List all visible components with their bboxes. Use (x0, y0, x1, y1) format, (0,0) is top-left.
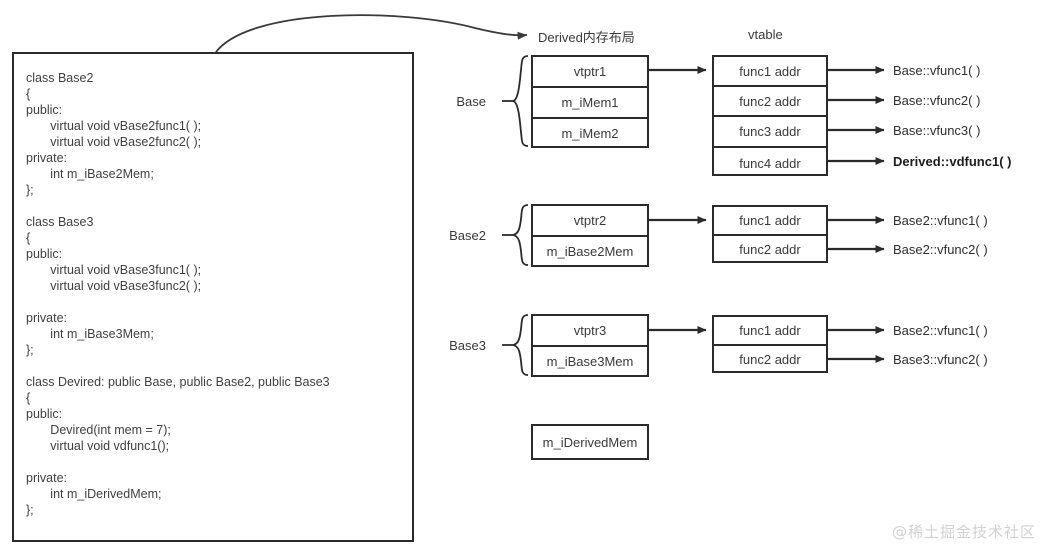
function-target-base3-row1: Base2::vfunc1( ) (893, 323, 988, 338)
code-line: class Devired: public Base, public Base2… (26, 375, 330, 389)
vtable-cell-func4: func4 addr (739, 155, 801, 171)
code-line: private: (26, 311, 67, 325)
layout-cell-vtptr3: vtptr3 (533, 316, 647, 347)
vtable-box-base: func1 addr func2 addr func3 addr func4 a… (712, 55, 828, 176)
code-line: public: (26, 103, 63, 117)
code-line: { (26, 391, 31, 405)
group-label-base: Base (456, 94, 486, 109)
layout-cell-miderivedmem: m_iDerivedMem (542, 434, 638, 450)
code-lines: class Base2 { public: virtual void vBase… (26, 70, 406, 518)
code-line: private: (26, 151, 67, 165)
function-target-base2-vfunc1: Base2::vfunc1( ) (893, 213, 988, 228)
function-target-base-vfunc1: Base::vfunc1( ) (893, 63, 981, 78)
code-line: }; (26, 503, 34, 517)
brace-base3 (512, 314, 529, 376)
layout-cell-mimem1: m_iMem1 (533, 88, 647, 119)
code-line: public: (26, 247, 63, 261)
code-line (26, 454, 406, 470)
code-line: virtual void vBase2func1( ); (26, 119, 202, 133)
code-line: int m_iBase3Mem; (26, 327, 154, 341)
vtable-cell-func2: func2 addr (714, 87, 826, 117)
code-line: virtual void vBase2func2( ); (26, 135, 202, 149)
brace-base2 (512, 204, 529, 266)
function-target-base-vfunc3: Base::vfunc3( ) (893, 123, 981, 138)
watermark: @稀土掘金技术社区 (891, 523, 1036, 541)
function-target-base3-vfunc2: Base3::vfunc2( ) (893, 352, 988, 367)
vtable-cell-func1: func1 addr (714, 207, 826, 236)
vtable-box-base2: func1 addr func2 addr (712, 205, 828, 263)
layout-cell-mimem2: m_iMem2 (561, 126, 619, 141)
layout-cell-mibase3mem: m_iBase3Mem (546, 353, 634, 369)
code-line: { (26, 87, 31, 101)
code-line: }; (26, 343, 34, 357)
class-definition-code-panel: class Base2 { public: virtual void vBase… (12, 52, 414, 542)
code-line: int m_iBase2Mem; (26, 167, 154, 181)
layout-cell-vtptr2: vtptr2 (533, 206, 647, 237)
vtable-cell-func2: func2 addr (739, 242, 801, 257)
function-target-base2-vfunc2: Base2::vfunc2( ) (893, 242, 988, 257)
code-line: int m_iDerivedMem; (26, 487, 162, 501)
code-line: Devired(int mem = 7); (26, 423, 171, 437)
vtable-cell-func1: func1 addr (714, 57, 826, 87)
vtable-box-base3: func1 addr func2 addr (712, 315, 828, 373)
memory-layout-box-base: vtptr1 m_iMem1 m_iMem2 (531, 55, 649, 148)
vtable-cell-func3: func3 addr (714, 117, 826, 148)
memory-layout-box-derived-member: m_iDerivedMem (531, 424, 649, 460)
function-target-base-vfunc2: Base::vfunc2( ) (893, 93, 981, 108)
layout-cell-vtptr1: vtptr1 (533, 57, 647, 88)
code-line: class Base3 (26, 215, 94, 229)
brace-base (512, 55, 529, 147)
memory-layout-box-base3: vtptr3 m_iBase3Mem (531, 314, 649, 377)
vtable-cell-func1: func1 addr (714, 317, 826, 346)
code-line: virtual void vBase3func2( ); (26, 279, 202, 293)
code-line: public: (26, 407, 63, 421)
code-line: virtual void vdfunc1(); (26, 439, 170, 453)
code-line (26, 358, 406, 374)
header-memory-layout: Derived内存布局 (538, 30, 635, 45)
memory-layout-box-base2: vtptr2 m_iBase2Mem (531, 204, 649, 267)
code-line: class Base2 (26, 71, 94, 85)
group-label-base3: Base3 (449, 338, 486, 353)
layout-cell-mibase2mem: m_iBase2Mem (546, 243, 634, 259)
callout-curve-arrow (215, 14, 528, 53)
code-line: virtual void vBase3func1( ); (26, 263, 202, 277)
code-line (26, 198, 406, 214)
function-target-derived-vdfunc1: Derived::vdfunc1( ) (893, 154, 1012, 169)
group-label-base2: Base2 (449, 228, 486, 243)
code-line: }; (26, 183, 34, 197)
vtable-cell-func2: func2 addr (739, 352, 801, 367)
code-line (26, 294, 406, 310)
code-line: { (26, 231, 31, 245)
code-line: private: (26, 471, 67, 485)
header-vtable: vtable (748, 27, 783, 42)
